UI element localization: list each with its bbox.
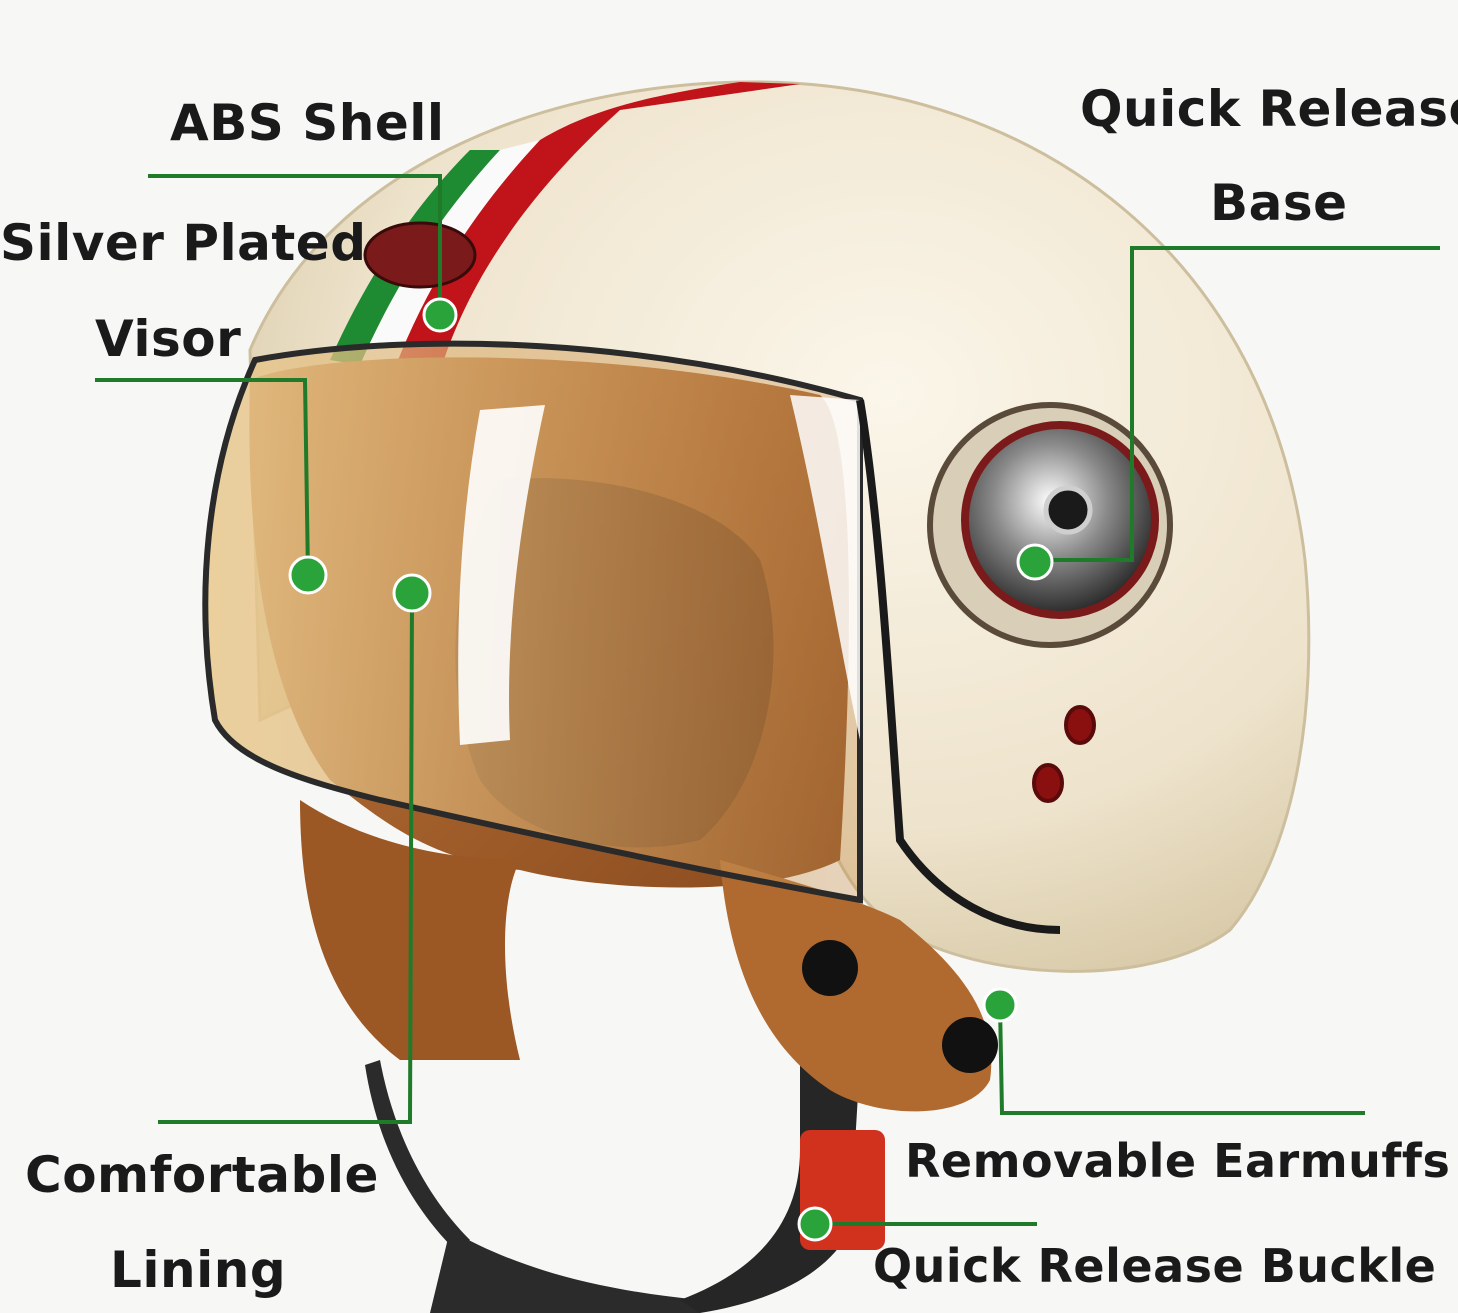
- callout-earmuffs: [998, 1004, 1365, 1115]
- label-visor-line1: Silver Plated: [0, 214, 367, 272]
- callout-visor: [95, 378, 310, 576]
- label-lining-line1: Comfortable: [25, 1146, 379, 1204]
- visor-strap-left: [458, 405, 545, 745]
- dot-visor: [288, 555, 328, 595]
- label-quick-release-base-line2: Base: [1210, 174, 1348, 232]
- badge: [363, 221, 477, 289]
- label-buckle: Quick Release Buckle: [873, 1239, 1437, 1293]
- snap-button-1: [802, 940, 858, 996]
- label-quick-release-base-line1: Quick Release: [1080, 80, 1458, 138]
- chin-strap-bottom: [430, 1230, 700, 1313]
- label-abs-shell: ABS Shell: [170, 94, 445, 152]
- dot-lining: [392, 573, 432, 613]
- chin-strap-left: [365, 1060, 470, 1250]
- dot-earmuffs: [982, 987, 1018, 1023]
- visor: [202, 340, 863, 904]
- vent-hole-1: [1064, 705, 1096, 745]
- vent-hole-2: [1032, 763, 1064, 803]
- label-earmuffs: Removable Earmuffs: [905, 1134, 1451, 1188]
- label-visor-line2: Visor: [95, 310, 242, 368]
- label-lining-line2: Lining: [110, 1241, 287, 1299]
- callout-lining: [158, 594, 414, 1124]
- release-base-hub: [1043, 485, 1093, 535]
- visor-trim: [856, 399, 1061, 934]
- dot-abs-shell: [422, 297, 458, 333]
- snap-button-2: [942, 1017, 998, 1073]
- dot-quick-release-base: [1016, 543, 1054, 581]
- callout-abs-shell: [148, 174, 442, 315]
- dot-buckle: [797, 1206, 833, 1242]
- callout-lines: [95, 174, 1440, 1226]
- right-earmuff: [720, 860, 992, 1112]
- callout-dots: [288, 297, 1054, 1242]
- callout-quick-release-base: [1038, 246, 1440, 562]
- visor-strap-right: [790, 395, 860, 740]
